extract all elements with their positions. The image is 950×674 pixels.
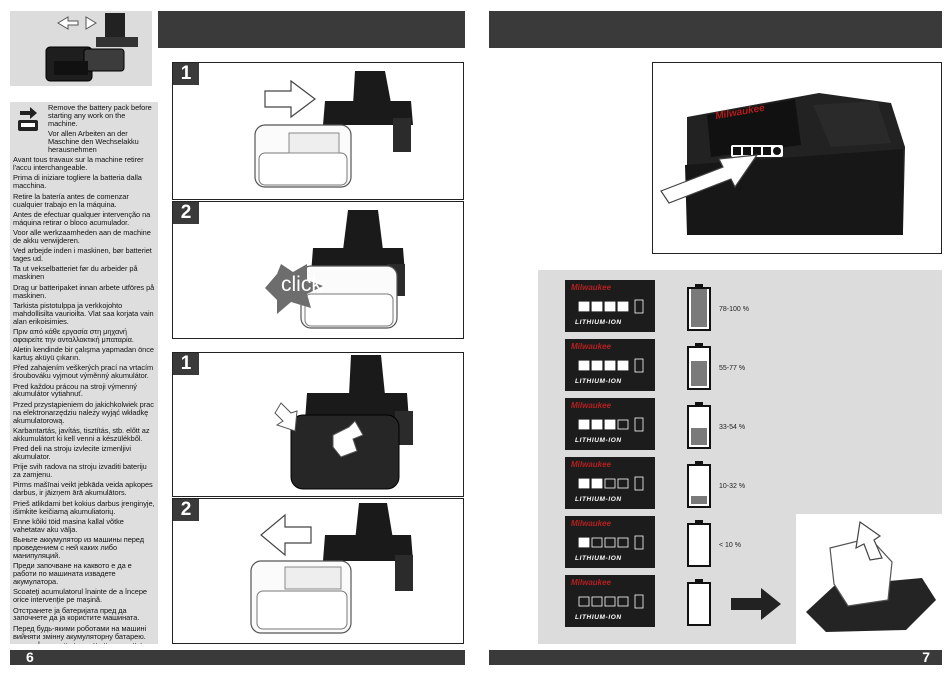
battery-release-drawing bbox=[274, 355, 413, 490]
warning-text: Ta ut vekselbatteriet før du arbeider på… bbox=[13, 264, 138, 282]
insert-step-panel: 1 bbox=[172, 352, 464, 497]
battery-level-icon bbox=[686, 402, 712, 450]
brand-tagline: LITHIUM-ION bbox=[575, 378, 622, 385]
pull-out-step-panel: 2 bbox=[172, 498, 464, 644]
warning-text: Prima di iniziare togliere la batteria d… bbox=[13, 173, 142, 191]
warning-text: Antes de efectuar qualquer intervenção n… bbox=[13, 209, 151, 227]
drill-battery-drawing bbox=[45, 13, 138, 82]
warning-text: Ved arbejde inden i maskinen, bør batter… bbox=[13, 246, 152, 264]
charge-level-label: 10-32 % bbox=[719, 483, 746, 490]
brand-logo: Milwaukee bbox=[571, 460, 612, 469]
brand-tagline: LITHIUM-ION bbox=[575, 496, 622, 503]
battery-level-icon bbox=[686, 461, 712, 509]
click-step-panel: 2 click bbox=[172, 201, 464, 339]
brand-tagline: LITHIUM-ION bbox=[575, 437, 622, 444]
warning-text: Pred deli na stroju izvlecite izmenljivi… bbox=[13, 444, 131, 461]
warning-text: Avant tous travaux sur la machine retire… bbox=[13, 155, 144, 173]
step-number-badge: 2 bbox=[173, 499, 199, 521]
warning-text: Enne kõiki töid masina kallal võtke vahe… bbox=[13, 516, 124, 534]
warning-text: Remove the battery pack before starting … bbox=[48, 103, 152, 128]
warning-text: Vor allen Arbeiten an der Maschine den W… bbox=[48, 129, 139, 154]
brand-logo: Milwaukee bbox=[571, 401, 612, 410]
brand-logo: Milwaukee bbox=[571, 283, 612, 292]
warning-text: Voor alle werkzaamheden aan de machine d… bbox=[13, 228, 151, 245]
brand-logo: Milwaukee bbox=[571, 578, 612, 587]
warning-text: Scoateţi acumulatorul înainte de a încep… bbox=[13, 587, 147, 605]
warning-text: Przed przystąpieniem do jakichkolwiek pr… bbox=[13, 399, 154, 425]
charge-level-label: 55-77 % bbox=[719, 365, 746, 372]
battery-fuel-gauge-drawing bbox=[660, 93, 905, 235]
battery-level-icon bbox=[686, 579, 712, 627]
warning-text: Выньте аккумулятор из машины перед прове… bbox=[13, 535, 144, 560]
warning-text: Drag ur batteripaket innan arbete utföre… bbox=[13, 282, 155, 300]
click-label: click bbox=[281, 273, 322, 296]
battery-level-icon bbox=[686, 520, 712, 568]
warning-list: Remove the battery pack before starting … bbox=[10, 102, 158, 644]
charge-level-label: 33-54 % bbox=[719, 424, 746, 431]
step-number-badge: 1 bbox=[173, 353, 199, 375]
warning-text: Před zahajením veškerých prací na vrtací… bbox=[13, 363, 154, 381]
warning-text: Tarkista pistotulppa ja verkkojohto mahd… bbox=[13, 300, 154, 326]
charger-illustration bbox=[796, 514, 942, 644]
brand-tagline: LITHIUM-ION bbox=[575, 614, 622, 621]
page-number: 6 bbox=[26, 649, 34, 665]
warning-text: Отстранете ја батеријата пред да започне… bbox=[13, 605, 140, 623]
right-header-bar bbox=[489, 11, 942, 48]
warning-text: Aletin kendinde bir çalışma yapmadan önc… bbox=[13, 345, 154, 363]
charge-level-label: 78-100 % bbox=[719, 306, 749, 313]
warning-text: Pred každou prácou na stroji výmenný aku… bbox=[13, 381, 137, 399]
warning-text: Преди започване на каквото е да е работи… bbox=[13, 561, 132, 587]
left-footer-bar: 6 bbox=[10, 650, 465, 665]
brand-logo: Milwaukee bbox=[571, 342, 612, 351]
battery-click-drawing bbox=[265, 210, 405, 329]
brand-tagline: LITHIUM-ION bbox=[575, 555, 622, 562]
warning-text: Prieš atlikdami bet kokius darbus įrengi… bbox=[13, 498, 155, 516]
battery-slide-out-drawing bbox=[254, 71, 413, 188]
remove-battery-illustration bbox=[10, 11, 152, 86]
warning-text: Karbantartás, javítás, tisztítás, stb. e… bbox=[13, 425, 150, 443]
charge-check-panel: Milwaukee bbox=[652, 62, 942, 254]
remove-step-panel: 1 bbox=[172, 62, 464, 200]
warning-text: Retire la batería antes de comenzar cual… bbox=[13, 191, 129, 209]
battery-level-icon bbox=[686, 284, 712, 332]
battery-level-icon bbox=[686, 343, 712, 391]
right-arrow-icon bbox=[731, 588, 783, 620]
warning-text: Prije svih radova na stroju izvaditi bat… bbox=[13, 462, 147, 480]
warning-text: Перед будь-якими роботами на машині вийн… bbox=[13, 623, 147, 641]
warning-text: Pirms mašīnai veikt jebkāda veida apkope… bbox=[13, 480, 153, 498]
left-header-bar bbox=[158, 11, 465, 48]
page-number: 7 bbox=[922, 649, 930, 665]
warning-text: قم بإزالة حزمة البطارية قبل البدء في أي … bbox=[10, 643, 158, 644]
warning-text-column: Remove the battery pack before starting … bbox=[10, 102, 158, 644]
no-work-battery-icon bbox=[15, 105, 47, 133]
brand-tagline: LITHIUM-ION bbox=[575, 319, 622, 326]
step-number-badge: 1 bbox=[173, 63, 199, 85]
battery-pull-drawing bbox=[250, 503, 413, 634]
warning-text: Πριν από κάθε εργασία στη μηχανή αφαιρεί… bbox=[13, 326, 134, 344]
charger-drawing bbox=[806, 520, 936, 632]
charge-level-label: < 10 % bbox=[719, 542, 741, 549]
right-footer-bar: 7 bbox=[489, 650, 942, 665]
brand-logo: Milwaukee bbox=[571, 519, 612, 528]
step-number-badge: 2 bbox=[173, 202, 199, 224]
